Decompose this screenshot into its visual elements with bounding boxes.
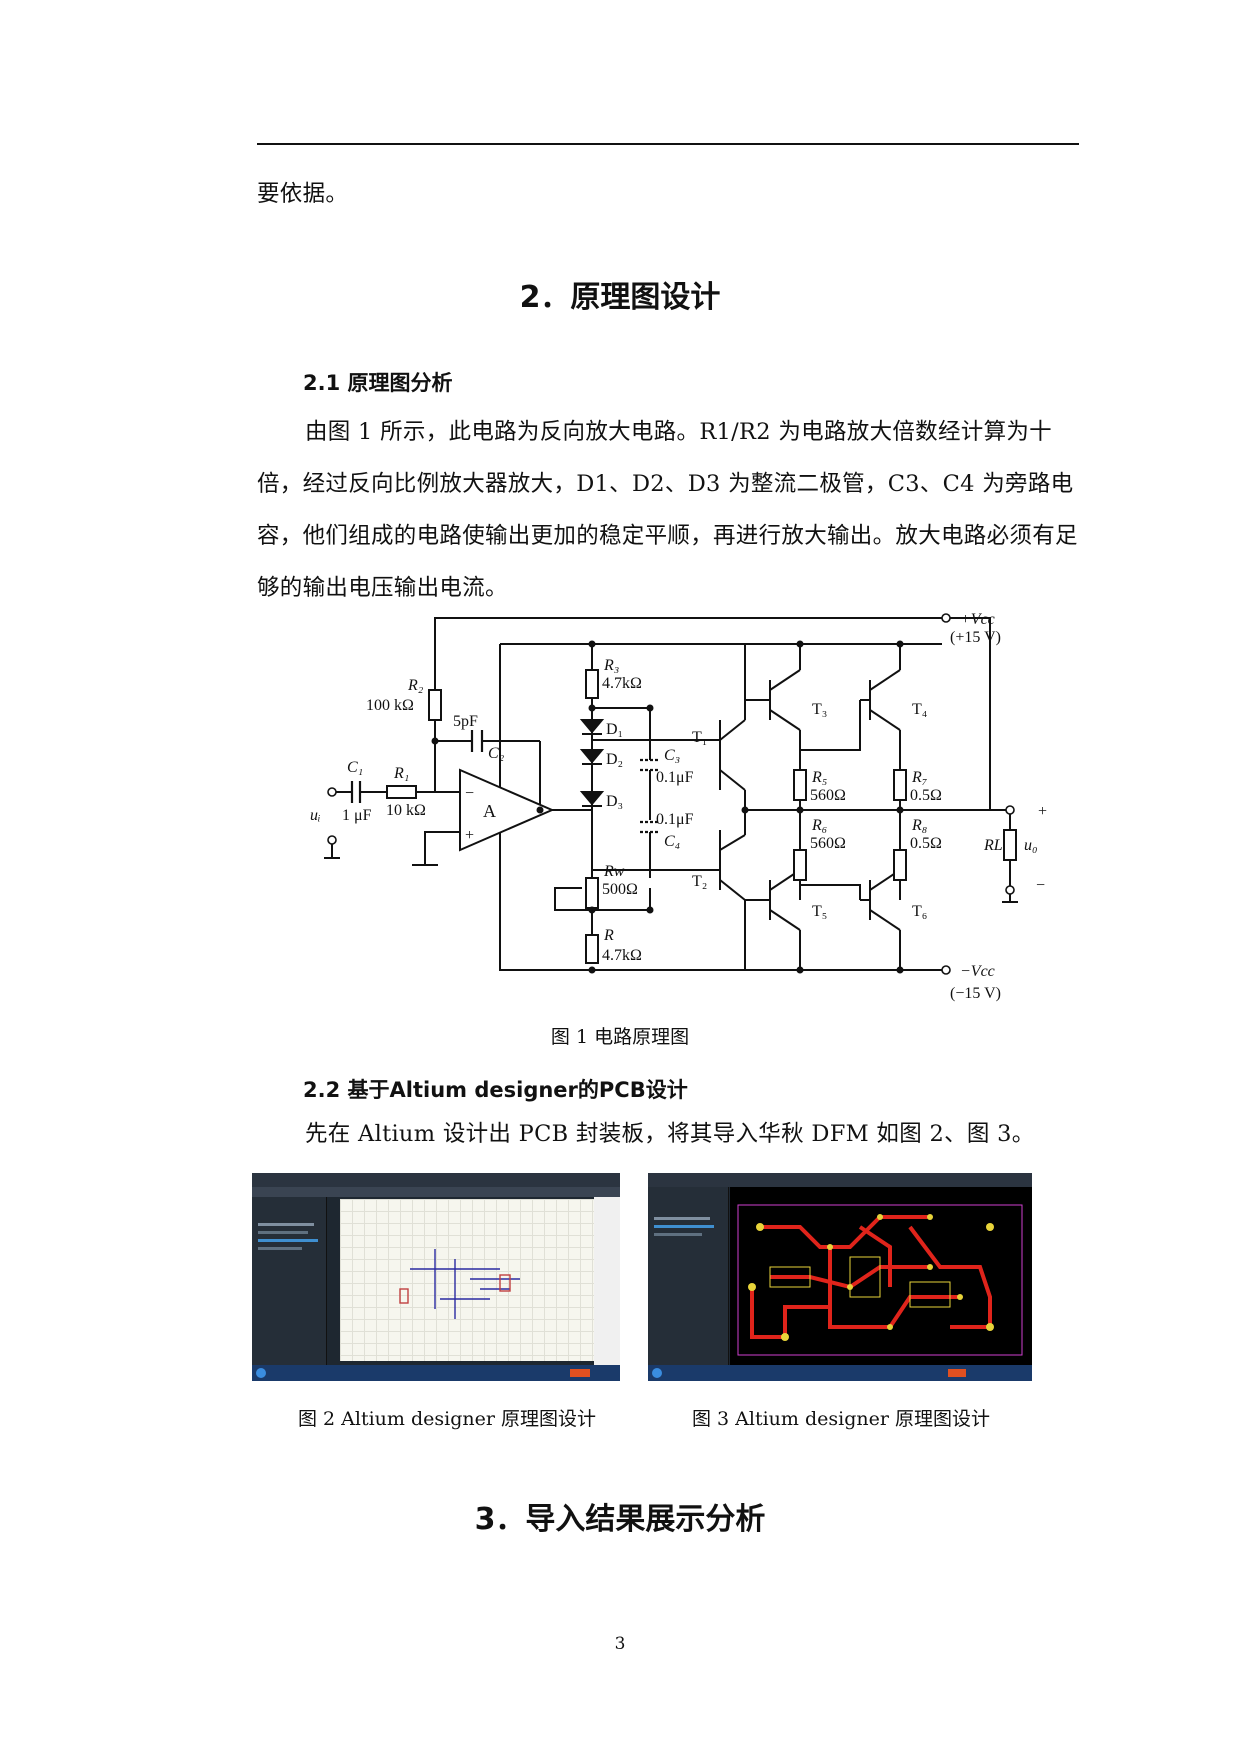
label-vcc-pos-value: (+15 V) [950,629,1001,646]
label-r: R [603,927,614,944]
label-out-minus: − [1036,877,1045,894]
label-r2: R₂ [407,677,424,694]
label-r7-value: 0.5Ω [910,787,942,804]
paragraph-2-2: 先在 Altium 设计出 PCB 封装板，将其导入华秋 DFM 如图 2、图 … [305,1121,1035,1147]
label-amp-minus: − [465,785,474,802]
label-c1: C₁ [347,759,363,776]
figure-3-caption: 图 3 Altium designer 原理图设计 [692,1408,990,1430]
label-r8-value: 0.5Ω [910,835,942,852]
subsection-2-2-title: 2.2 基于Altium designer的PCB设计 [303,1078,688,1102]
paragraph-top: 要依据。 [257,181,349,207]
figure-3-screenshot [648,1173,1032,1381]
label-c4-value: 0.1μF [656,811,694,828]
header-rule [257,143,1079,145]
label-r7: R₇ [911,769,928,786]
label-r1-value: 10 kΩ [386,802,426,819]
label-vcc-neg: −Vcc [960,963,995,980]
label-r1: R₁ [393,765,409,782]
label-t1: T₁ [692,729,707,746]
figure-2-caption: 图 2 Altium designer 原理图设计 [298,1408,596,1430]
label-rw-value: 500Ω [602,881,638,898]
label-vcc-neg-value: (−15 V) [950,985,1001,1002]
subsection-2-1-title: 2.1 原理图分析 [303,371,453,395]
label-c3-value: 0.1μF [656,769,694,786]
label-r8: R₈ [911,817,927,834]
label-r5-value: 560Ω [810,787,846,804]
paragraph-2-1: 由图 1 所示，此电路为反向放大电路。R1/R2 为电路放大倍数经计算为十倍，经… [257,419,1078,601]
page-number: 3 [614,1634,626,1654]
label-r3: R₃ [603,657,619,674]
label-amp: A [483,801,496,821]
label-rl: RL [983,837,1003,854]
label-out-plus: + [1038,803,1047,820]
circuit-schematic: R₂ 100 kΩ 5pF C₂ C₁ R₁ 1 μF 10 kΩ uᵢ A −… [310,611,1047,1002]
label-rw: Rw [603,863,625,880]
label-c2: C₂ [488,745,505,762]
label-t4: T₄ [912,701,928,718]
label-r5: R₅ [811,769,827,786]
label-r6: R₆ [811,817,827,834]
label-d2: D₂ [606,751,623,768]
label-d3: D₃ [606,793,623,810]
label-c5: 5pF [453,713,478,730]
label-vcc-pos: +Vcc [960,611,995,628]
label-d1: D₁ [606,721,623,738]
label-c1-value: 1 μF [342,807,372,824]
label-r-value: 4.7kΩ [602,947,642,964]
label-r2-value: 100 kΩ [366,697,414,714]
label-r3-value: 4.7kΩ [602,675,642,692]
label-amp-plus: + [465,827,474,844]
label-uo: u₀ [1024,837,1038,854]
label-c4: C₄ [664,833,680,850]
label-t5: T₅ [812,903,827,920]
figure-1-caption: 图 1 电路原理图 [550,1026,690,1048]
section-3-title: 3．导入结果展示分析 [474,1502,766,1537]
label-t6: T₆ [912,903,927,920]
figure-2-screenshot [252,1173,620,1381]
label-ui: uᵢ [310,807,321,824]
label-t2: T₂ [692,873,707,890]
section-2-title: 2．原理图设计 [519,280,721,315]
label-r6-value: 560Ω [810,835,846,852]
label-t3: T₃ [812,701,827,718]
label-c3: C₃ [664,747,680,764]
